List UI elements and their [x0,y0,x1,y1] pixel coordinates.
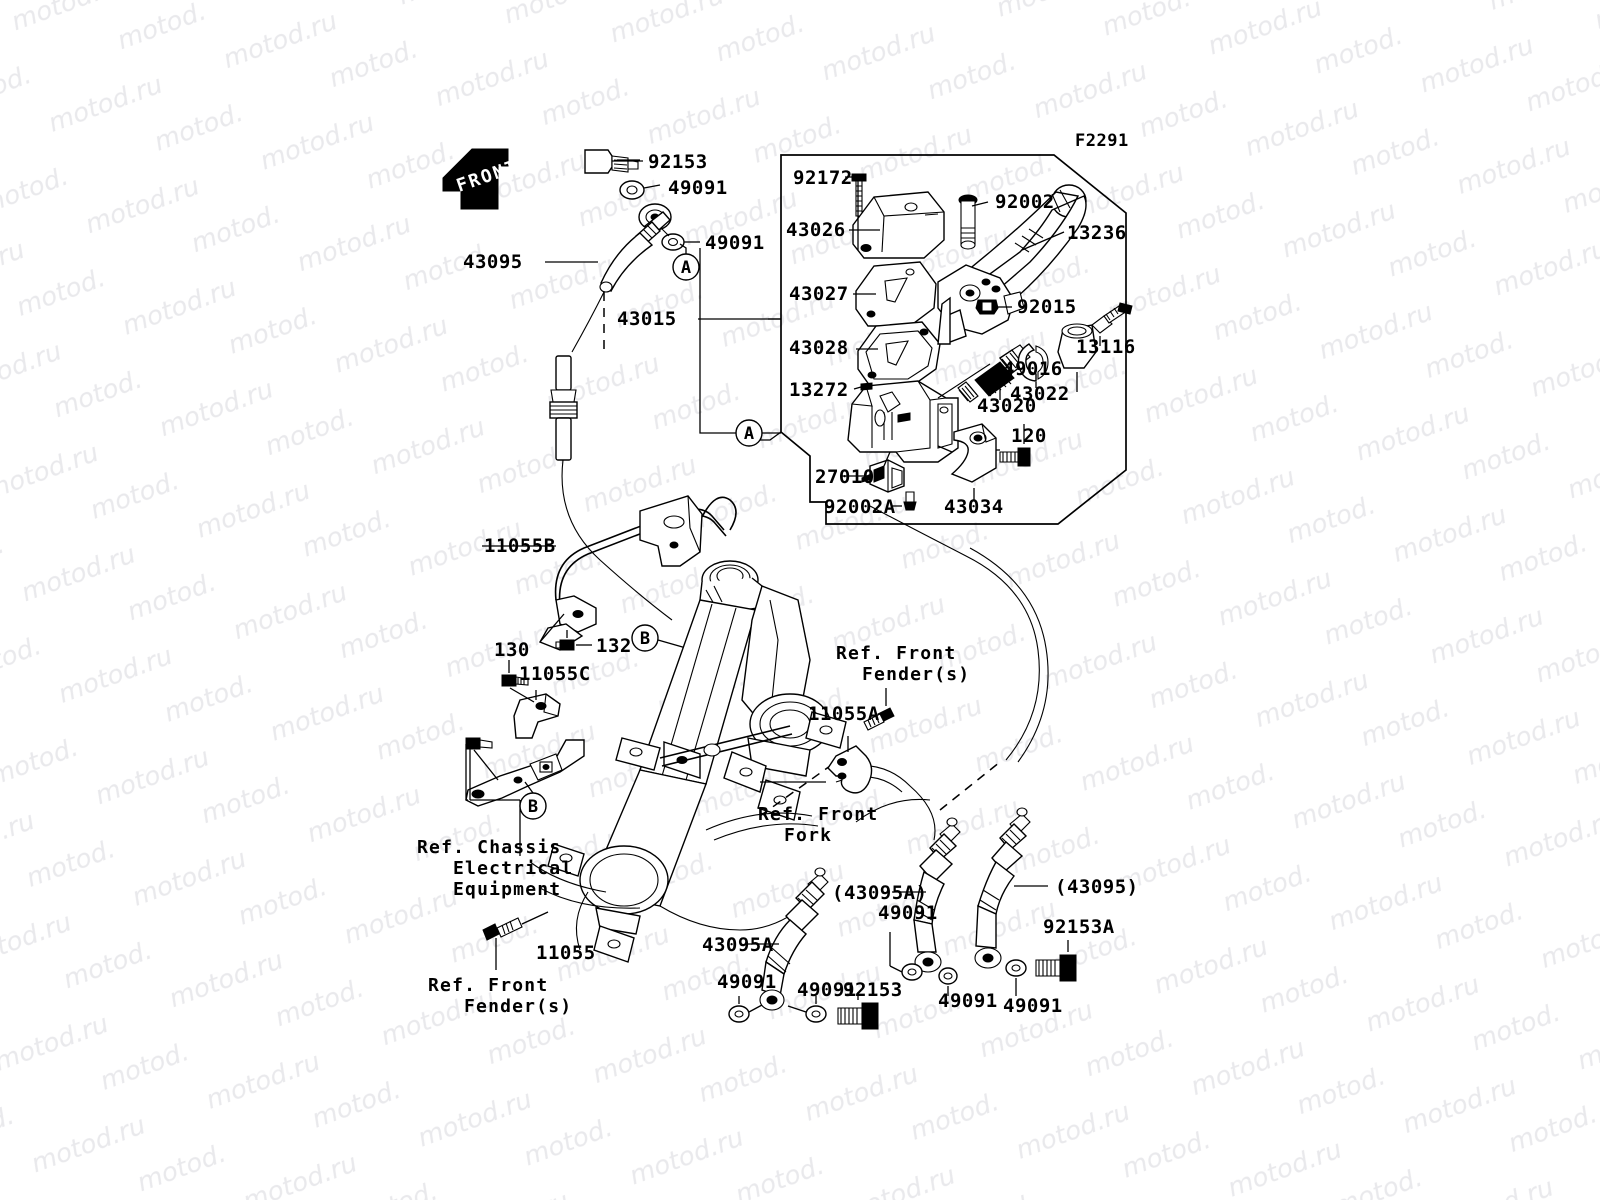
svg-text:A: A [681,258,691,278]
label-13236: 13236 [1067,222,1127,244]
label-49091-mid1: 49091 [878,902,938,924]
label-130: 130 [494,639,530,661]
screw-92002a-part [903,491,917,511]
label-49091-upper2: 49091 [705,232,765,254]
label-43095-upper: 43095 [463,251,523,273]
label-120: 120 [1011,425,1047,447]
hose-43095-part [599,211,671,293]
pivot-bolt-92002-part [958,194,978,250]
label-11055c: 11055C [519,663,591,685]
switch-27010-part [861,459,905,493]
label-49091-upper: 49091 [668,177,728,199]
ref-front-fender-left-line2: Fender(s) [464,996,572,1017]
section-marker-a-upper: A [672,253,700,281]
ref-front-fender-left-line1: Ref. Front [428,975,548,996]
label-13116: 13116 [1076,336,1136,358]
fender-screw-left-part [482,917,523,941]
bolt-132-part [555,639,575,651]
label-27010: 27010 [815,466,875,488]
guide-pipe-11055b-part [538,495,737,651]
label-43034: 43034 [944,496,1004,518]
label-43095a-left: 43095A [702,934,774,956]
circlip-43022-part [1017,343,1049,382]
section-marker-b-mid: B [631,624,659,652]
diaphragm-43027-part [855,261,937,327]
label-11055: 11055 [536,942,596,964]
ref-chassis-line2: Electrical [453,858,573,879]
label-13272: 13272 [789,379,849,401]
label-92172: 92172 [793,167,853,189]
label-49091-right1: 49091 [1003,995,1063,1017]
plate-43028-part [857,321,941,387]
ref-front-fender-right-line1: Ref. Front [836,643,956,664]
label-49091-left2: 49091 [797,979,857,1001]
lever-13236-part [937,184,1087,345]
svg-text:B: B [528,797,538,817]
washer-49091-upper-part [619,180,645,200]
label-49091-mid2: 49091 [938,990,998,1012]
clamp-11055a-part [827,745,873,794]
nut-92015-part [975,299,999,315]
ref-front-fork-line2: Fork [784,825,832,846]
bracket-lower-part [465,739,585,807]
svg-text:B: B [640,629,650,649]
cover-43026-part [852,191,945,259]
washer-49091-left1-part [728,1005,750,1023]
pin-13116-part [1091,302,1133,334]
figure-code: F2291 [1075,131,1129,151]
label-92153a: 92153A [1043,916,1115,938]
boot-49016-part [1057,323,1097,369]
label-43022: 43022 [1010,383,1070,405]
body-13272-part [847,380,959,463]
hose-joint-part [549,355,578,461]
label-43095-right: (43095) [1055,876,1139,898]
hose-43095a-mid-part [913,817,961,973]
washer-49091-left2-part [805,1005,827,1023]
label-92002: 92002 [995,191,1055,213]
label-11055b: 11055B [484,535,556,557]
bolt-130-part [501,674,529,687]
washer-49091-lower-part [661,233,685,251]
washer-49091-mid1-part [901,963,923,981]
washer-49091-mid2-part [938,967,958,985]
fender-screw-part [863,707,895,731]
bracket-11055c-part [513,693,561,739]
upper-hose-group [545,149,700,621]
label-92015: 92015 [1017,296,1077,318]
label-43026: 43026 [786,219,846,241]
bolt-92153-left-part [837,1002,879,1030]
label-92153-upper: 92153 [648,151,708,173]
section-marker-b-left: B [519,792,547,820]
label-92153-lower: 92153 [843,979,903,1001]
label-49016: 49016 [1003,358,1063,380]
hose-43095a-left-part [759,867,829,1011]
front-arrow-icon: FRONT [442,148,521,210]
label-132: 132 [596,635,632,657]
label-43020: 43020 [977,395,1037,417]
label-49091-left1: 49091 [717,971,777,993]
inset-boundary [780,154,1127,525]
label-11055a: 11055A [808,703,880,725]
clamp-43034-part [950,423,997,483]
label-43095a-mid: (43095A) [832,882,928,904]
label-92002a: 92002A [824,496,896,518]
hose-43095-right-part [974,807,1031,969]
label-43028: 43028 [789,337,849,359]
bolt-92153a-part [1035,954,1077,982]
ref-front-fork-line1: Ref. Front [758,804,878,825]
ref-chassis-line3: Equipment [453,879,561,900]
banjo-bolt-92153-part [584,149,639,174]
ref-front-fender-right-line2: Fender(s) [862,664,970,685]
section-marker-a-left: A [735,419,763,447]
ref-chassis-line1: Ref. Chassis [417,837,561,858]
bolt-120-part [999,447,1031,467]
front-fork-assembly [547,560,847,963]
svg-text:A: A [744,424,754,444]
label-43027: 43027 [789,283,849,305]
washer-49091-right1-part [1005,959,1027,977]
label-43015: 43015 [617,308,677,330]
